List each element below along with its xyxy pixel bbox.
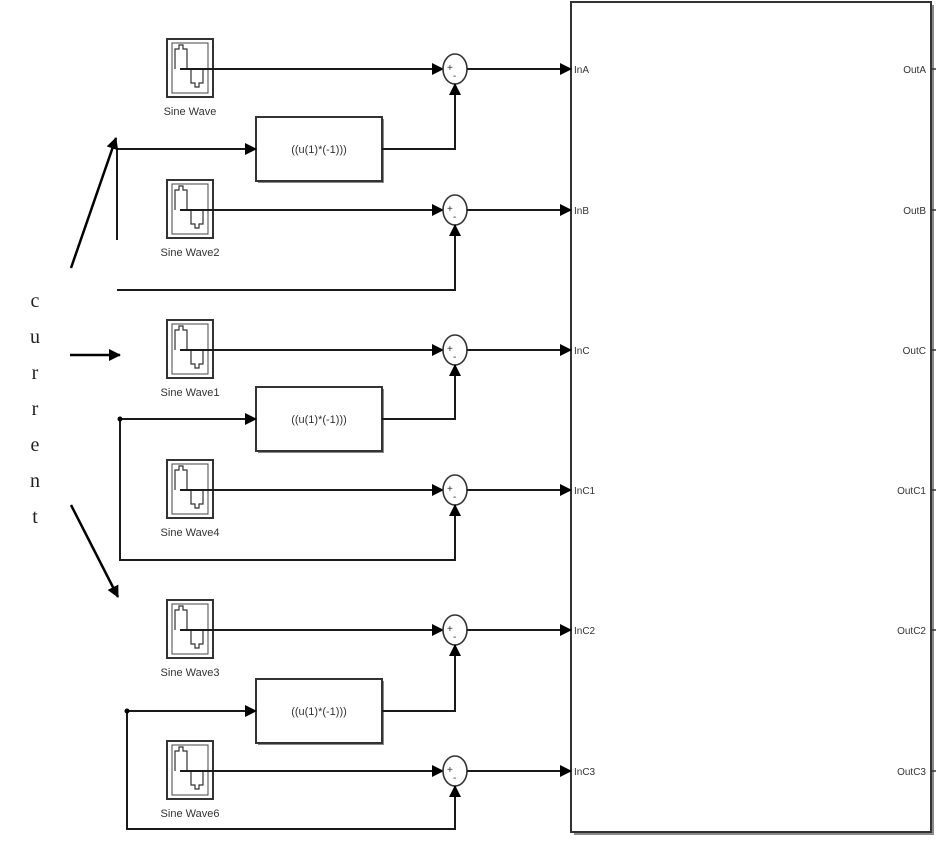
sum-block[interactable]: +- (442, 474, 468, 506)
svg-text:-: - (453, 773, 456, 784)
signal-wire (119, 419, 461, 561)
sine-wave-label: Sine Wave2 (161, 247, 220, 259)
sine-wave-label: Sine Wave1 (161, 387, 220, 399)
arrow-up-icon (69, 137, 119, 269)
fcn-expression: ((u(1)*(-1))) (291, 706, 347, 718)
input-port-label: InC3 (574, 767, 596, 778)
fcn-expression: ((u(1)*(-1))) (291, 414, 347, 426)
input-port-label: InC1 (574, 486, 596, 497)
fcn-block[interactable]: ((u(1)*(-1))) (255, 116, 384, 183)
sine-wave-block[interactable]: Sine Wave4 (161, 459, 220, 539)
sum-block[interactable]: +- (442, 755, 468, 787)
sine-wave-label: Sine Wave6 (161, 808, 220, 820)
current-letter: n (30, 470, 40, 492)
sine-wave-block[interactable]: Sine Wave6 (161, 740, 220, 820)
current-letter: u (30, 326, 40, 348)
svg-text:-: - (453, 632, 456, 643)
svg-text:-: - (453, 492, 456, 503)
signal-wire (382, 644, 461, 712)
svg-text:-: - (453, 71, 456, 82)
svg-text:+: + (447, 765, 453, 776)
svg-text:-: - (453, 212, 456, 223)
svg-text:+: + (447, 204, 453, 215)
sum-block[interactable]: +- (442, 334, 468, 366)
sine-wave-block[interactable]: Sine Wave3 (161, 599, 220, 679)
input-port-label: InC (574, 346, 590, 357)
signal-wire (382, 364, 461, 420)
sine-wave-label: Sine Wave (164, 106, 217, 118)
output-port-label: OutC2 (897, 626, 926, 637)
output-port-label: OutC1 (897, 486, 926, 497)
svg-text:+: + (447, 624, 453, 635)
subsystem-block[interactable] (570, 1, 934, 835)
signal-wire (382, 83, 461, 150)
svg-text:-: - (453, 352, 456, 363)
sine-wave-block[interactable]: Sine Wave2 (161, 179, 220, 259)
current-letter: r (32, 398, 39, 420)
output-port-label: OutC (903, 346, 926, 357)
signal-wire (126, 711, 461, 830)
sine-wave-label: Sine Wave3 (161, 667, 220, 679)
output-port-label: OutA (903, 65, 926, 76)
output-port-label: OutC3 (897, 767, 926, 778)
branch-point (117, 416, 123, 422)
arrow-down-icon (69, 504, 120, 598)
svg-text:+: + (447, 344, 453, 355)
fcn-block[interactable]: ((u(1)*(-1))) (255, 386, 384, 453)
svg-text:+: + (447, 484, 453, 495)
fcn-expression: ((u(1)*(-1))) (291, 144, 347, 156)
sum-block[interactable]: +- (442, 194, 468, 226)
output-port-label: OutB (903, 206, 926, 217)
sine-wave-block[interactable]: Sine Wave1 (161, 319, 220, 399)
sine-wave-label: Sine Wave4 (161, 527, 220, 539)
current-letter: c (31, 290, 40, 312)
signal-wire (117, 224, 461, 291)
sine-wave-block[interactable]: Sine Wave (164, 38, 217, 118)
sum-block[interactable]: +- (442, 53, 468, 85)
fcn-block[interactable]: ((u(1)*(-1))) (255, 678, 384, 745)
current-letter: t (32, 506, 38, 528)
input-port-label: InA (574, 65, 589, 76)
sum-block[interactable]: +- (442, 614, 468, 646)
input-port-label: InB (574, 206, 589, 217)
branch-point (124, 708, 130, 714)
input-port-label: InC2 (574, 626, 596, 637)
svg-text:+: + (447, 63, 453, 74)
current-letter: e (31, 434, 40, 456)
current-letter: r (32, 362, 39, 384)
